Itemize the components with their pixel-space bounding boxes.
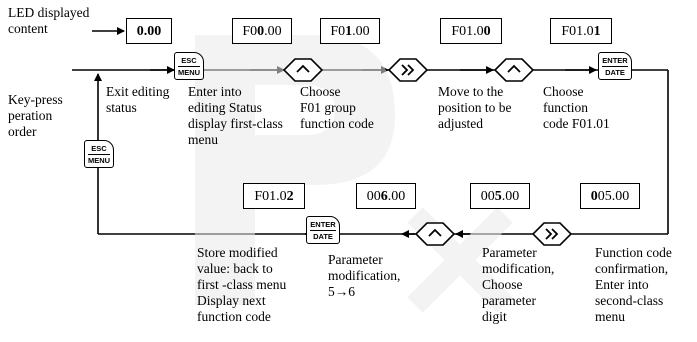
up-arrow-icon [428,228,442,237]
led-display-0-05: 005.00 [580,183,640,209]
shift-key [388,58,428,82]
up-arrow-icon [507,64,521,73]
led-display-f00: F00.00 [232,18,292,44]
step-function-confirm: Function code confirmation, Enter into s… [595,245,672,324]
up-key-2 [494,58,534,82]
double-chevron-right-icon [545,228,559,240]
shift-key-2 [532,222,572,246]
step-choose-group: Choose F01 group function code [300,84,374,131]
led-display-006: 006.00 [356,183,416,209]
step-move-position: Move to the position to be adjusted [438,84,512,131]
led-display-f01: F01.00 [320,18,380,44]
step-choose-function: Choose function code F01.01 [543,84,610,131]
step-enter-editing: Enter into editing Status display first-… [188,84,283,147]
key-order-label: Key-press peration order [8,92,63,139]
up-key [283,58,323,82]
led-content-label: LED displayed content [8,5,90,36]
step-store-modified: Store modified value: back to first -cla… [197,245,287,324]
led-display-f01-01: F01.01 [550,18,612,44]
led-display-initial: 0.00 [126,18,172,44]
up-arrow-icon [296,64,310,73]
led-display-f01-00: F01.00 [440,18,502,44]
led-display-005: 005.00 [470,183,530,209]
step-param-mod-digit: Parameter modification, Choose parameter… [482,245,555,324]
up-key-3 [415,222,455,246]
led-display-f01-02: F01.02 [243,183,305,209]
step-exit-editing: Exit editing status [106,84,170,115]
double-chevron-right-icon [401,64,415,76]
step-param-mod-5-6: Parameter modification, 5→6 [328,252,401,299]
